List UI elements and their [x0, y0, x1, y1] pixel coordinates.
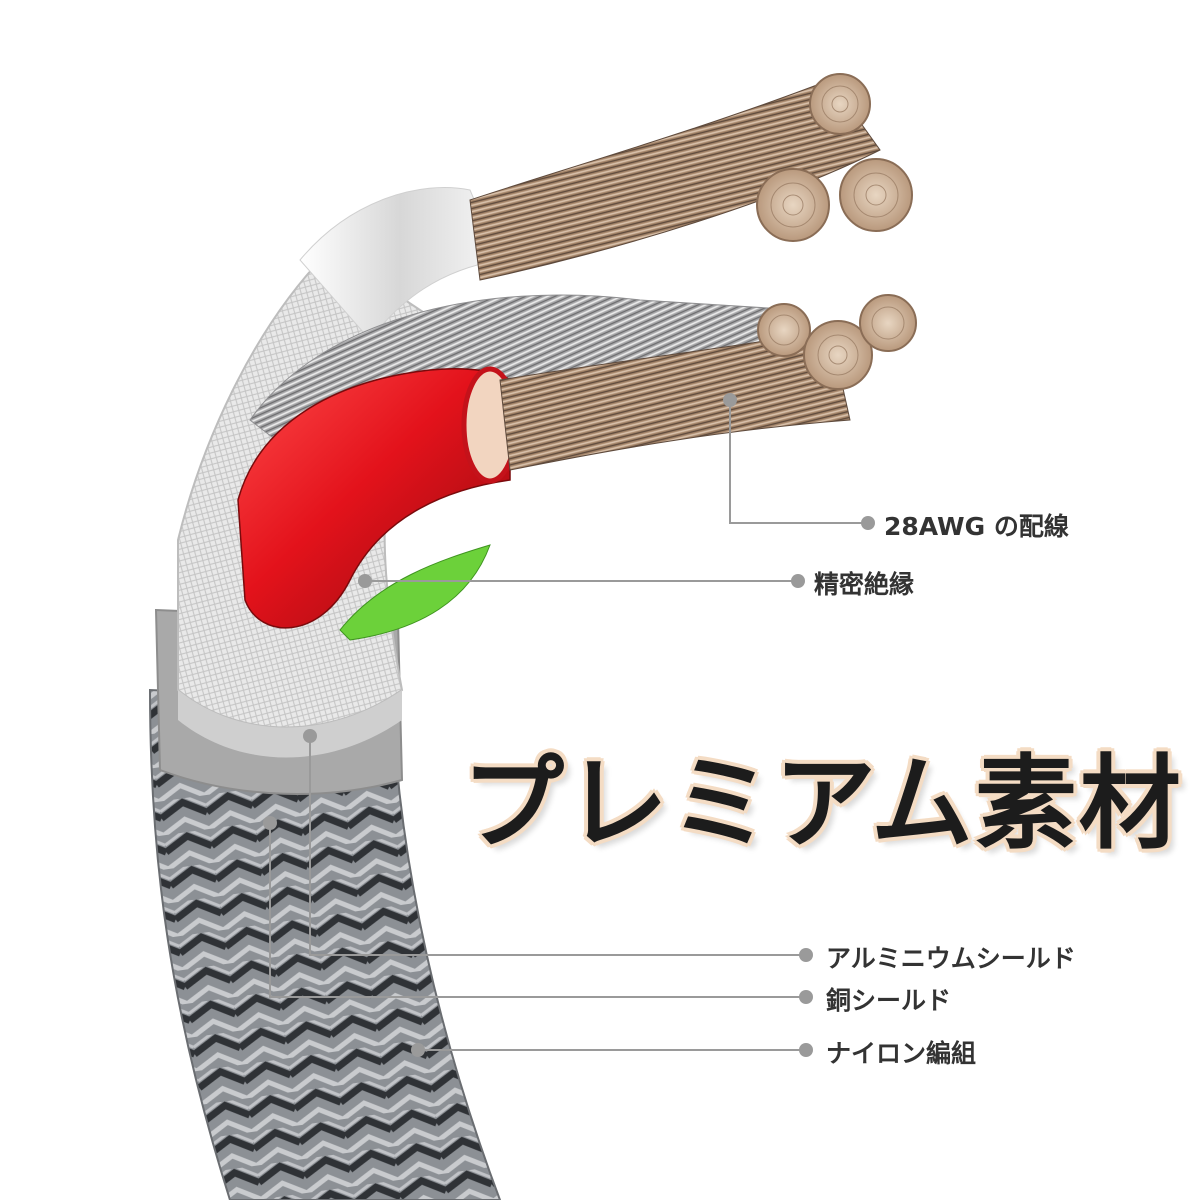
green-insulated-wire: [339, 544, 491, 641]
callout-dots: [263, 393, 875, 1057]
copper-wire-bundle-middle: [499, 329, 851, 471]
callout-label-nylon-braid: ナイロン編組: [826, 1039, 977, 1068]
callout-label-copper-shield: 銅シールド: [826, 986, 952, 1015]
red-insulated-wire: [237, 367, 511, 629]
nylon-braid-jacket: [148, 688, 502, 1200]
copper-wire-bundle-upper: [469, 79, 881, 281]
callout-leaders: [269, 400, 868, 1051]
callout-label-aluminum-shield: アルミニウムシールド: [826, 944, 1076, 973]
white-sheath: [299, 187, 501, 341]
headline-title: プレミアム素材: [462, 745, 1183, 864]
callout-label-28awg: 28AWG の配線: [884, 512, 1069, 541]
callout-label-insulation: 精密絶縁: [814, 570, 915, 599]
copper-wire-ends: [756, 73, 917, 390]
